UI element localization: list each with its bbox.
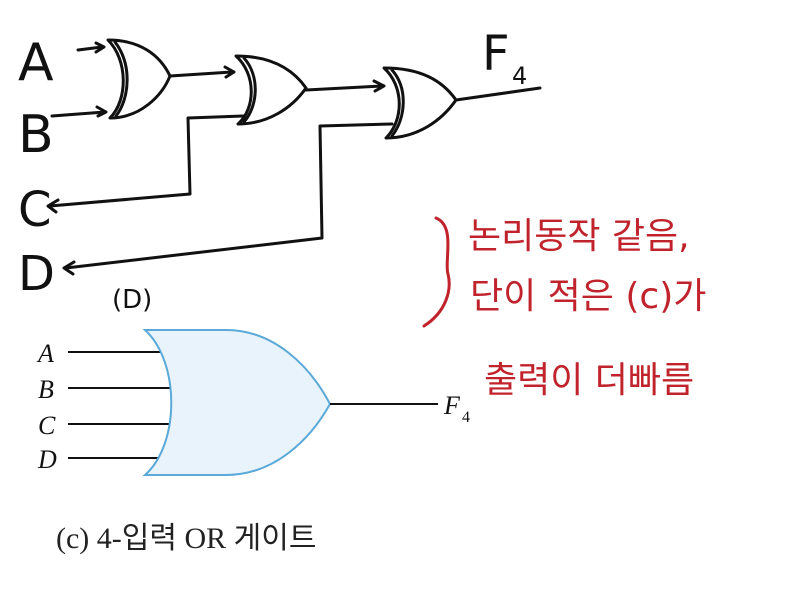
sketch-input-b-label: B xyxy=(18,105,54,165)
handwritten-note: 논리동작 같음, 단이 적은 (c)가 출력이 더빠름 xyxy=(422,216,706,401)
sketch-output-subscript: 4 xyxy=(512,62,527,90)
printed-or-gate-figure: A B C D F 4 xyxy=(36,329,470,476)
sketch-caption: (D) xyxy=(112,285,152,315)
sketch-output-wire xyxy=(454,86,542,102)
sketch-or-gate-2 xyxy=(234,54,308,126)
note-brace xyxy=(422,216,451,328)
sketch-wire-g2-g3 xyxy=(304,79,386,93)
printed-input-b-label: B xyxy=(38,375,54,404)
printed-input-a-label: A xyxy=(36,339,54,368)
sketch-or-gate-3 xyxy=(382,66,458,140)
handwritten-sketch: A B C D F 4 (D) xyxy=(18,26,542,315)
sketch-input-c-label: C xyxy=(18,182,52,238)
printed-or-gate-body xyxy=(142,329,332,476)
sketch-wire-c xyxy=(46,114,245,214)
figure-caption: (c) 4-입력 OR 게이트 xyxy=(56,522,316,555)
sketch-wire-a xyxy=(76,41,106,54)
sketch-wire-g1-g2 xyxy=(168,65,236,79)
printed-output-subscript: 4 xyxy=(462,409,470,426)
sketch-or-gate-1 xyxy=(106,38,172,120)
sketch-output-label: F xyxy=(482,26,510,82)
printed-input-d-label: D xyxy=(37,445,57,474)
sketch-input-d-label: D xyxy=(18,246,55,302)
note-line-2: 단이 적은 (c)가 xyxy=(470,276,706,317)
note-line-1: 논리동작 같음, xyxy=(468,216,690,257)
sketch-wire-d xyxy=(62,122,394,276)
sketch-input-a-label: A xyxy=(18,33,54,93)
printed-input-c-label: C xyxy=(38,411,56,440)
printed-output-label: F xyxy=(443,391,461,420)
note-line-3: 출력이 더빠름 xyxy=(484,360,694,401)
sketch-wire-b xyxy=(50,105,108,118)
